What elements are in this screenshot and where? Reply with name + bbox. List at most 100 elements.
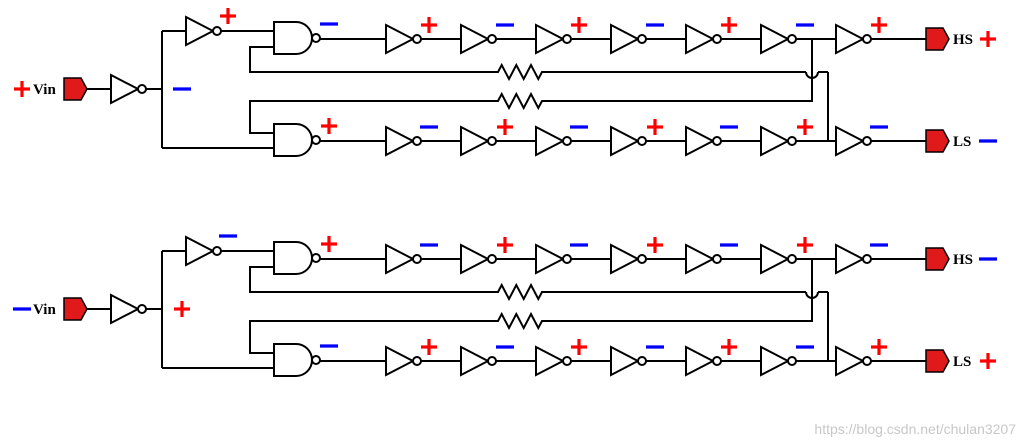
upper-chain-inverter-plus-sign — [421, 17, 437, 33]
upper-chain-inverter-plus-sign — [647, 237, 663, 253]
lower-resistor — [495, 311, 545, 331]
lower-chain-inverter — [460, 345, 497, 377]
inverter-triangle — [685, 243, 716, 275]
upper-output-port — [925, 27, 950, 51]
inverter-triangle — [460, 345, 491, 377]
inverter-triangle — [610, 23, 641, 55]
inverter-bubble — [412, 136, 422, 146]
inverter-bubble — [787, 356, 797, 366]
lower-chain-inverter — [610, 345, 647, 377]
lower-output-inverter-plus-sign — [871, 339, 887, 355]
lower-output-plus-sign — [980, 353, 996, 369]
inverter-triangle — [610, 243, 641, 275]
lower-chain-inverter — [685, 345, 722, 377]
lower-output-port — [925, 349, 950, 373]
upper-chain-inverter — [460, 23, 497, 55]
upper-chain-inverter — [685, 23, 722, 55]
inverter-triangle — [385, 243, 416, 275]
input-inverter — [110, 293, 147, 325]
nand-body — [273, 343, 313, 377]
inverter-bubble — [487, 136, 497, 146]
upper-output-port — [925, 247, 950, 271]
upper-chain-inverter-plus-sign — [721, 17, 737, 33]
input-inverter — [110, 73, 147, 105]
inverter-triangle — [535, 23, 566, 55]
inverter-bubble — [562, 136, 572, 146]
inverter-bubble — [562, 356, 572, 366]
inverter-bubble — [562, 254, 572, 264]
inverter-triangle — [535, 125, 566, 157]
upper-resistor — [495, 282, 545, 302]
upper-chain-inverter — [385, 23, 422, 55]
wire — [545, 259, 813, 322]
nand-bubble — [311, 355, 321, 365]
inverter-bubble — [787, 136, 797, 146]
lower-chain-inverter-plus-sign — [797, 119, 813, 135]
lower-chain-inverter — [685, 125, 722, 157]
inverter-bubble — [137, 84, 147, 94]
upper-gate-inverter — [185, 235, 222, 267]
upper-output-inverter — [835, 243, 872, 275]
inverter-triangle — [760, 345, 791, 377]
lower-output-label: LS — [953, 134, 971, 150]
inverter-bubble — [562, 34, 572, 44]
lower-chain-inverter-plus-sign — [497, 119, 513, 135]
upper-chain-inverter-plus-sign — [571, 17, 587, 33]
wire — [249, 100, 495, 134]
inverter-bubble — [487, 254, 497, 264]
inverter-triangle — [535, 243, 566, 275]
upper-output-inverter — [835, 23, 872, 55]
upper-chain-inverter — [610, 23, 647, 55]
wire — [249, 266, 495, 293]
inverter-triangle — [685, 23, 716, 55]
inverter-bubble — [212, 246, 222, 256]
inverter-triangle — [385, 23, 416, 55]
lower-chain-inverter — [535, 125, 572, 157]
upper-output-inverter-plus-sign — [871, 17, 887, 33]
nand-bubble — [311, 135, 321, 145]
inverter-triangle — [385, 125, 416, 157]
inverter-bubble — [412, 34, 422, 44]
lower-chain-inverter — [385, 125, 422, 157]
inverter-triangle — [835, 345, 866, 377]
upper-chain-inverter — [610, 243, 647, 275]
inverter-bubble — [637, 254, 647, 264]
lower-chain-inverter — [385, 345, 422, 377]
lower-chain-inverter-plus-sign — [647, 119, 663, 135]
inverter-bubble — [637, 34, 647, 44]
inverter-bubble — [862, 136, 872, 146]
lower-nand-plus-sign — [321, 118, 337, 134]
inverter-triangle — [185, 235, 216, 267]
upper-gate-inverter-plus-sign — [220, 8, 236, 24]
inverter-triangle — [460, 23, 491, 55]
lower-chain-inverter-plus-sign — [421, 339, 437, 355]
inverter-bubble — [712, 136, 722, 146]
upper-nand-plus-sign — [321, 236, 337, 252]
inverter-triangle — [110, 293, 141, 325]
wire — [249, 320, 495, 354]
inverter-triangle — [535, 345, 566, 377]
upper-chain-inverter-plus-sign — [497, 237, 513, 253]
inverter-triangle — [185, 15, 216, 47]
inverter-bubble — [862, 34, 872, 44]
lower-nand-gate — [273, 343, 321, 377]
inverter-bubble — [137, 304, 147, 314]
upper-output-label: HS — [953, 252, 973, 268]
watermark: https://blog.csdn.net/chulan3207 — [814, 421, 1016, 437]
lower-chain-inverter — [760, 345, 797, 377]
lower-chain-inverter — [760, 125, 797, 157]
lower-resistor — [495, 91, 545, 111]
wire — [545, 39, 813, 102]
inverter-triangle — [610, 345, 641, 377]
inverter-bubble — [787, 34, 797, 44]
lower-chain-inverter-plus-sign — [721, 339, 737, 355]
input-plus-sign — [14, 81, 30, 97]
inverter-bubble — [637, 136, 647, 146]
nand-body — [273, 241, 313, 275]
wire — [249, 46, 495, 73]
lower-output-inverter — [835, 345, 872, 377]
inverter-triangle — [110, 73, 141, 105]
